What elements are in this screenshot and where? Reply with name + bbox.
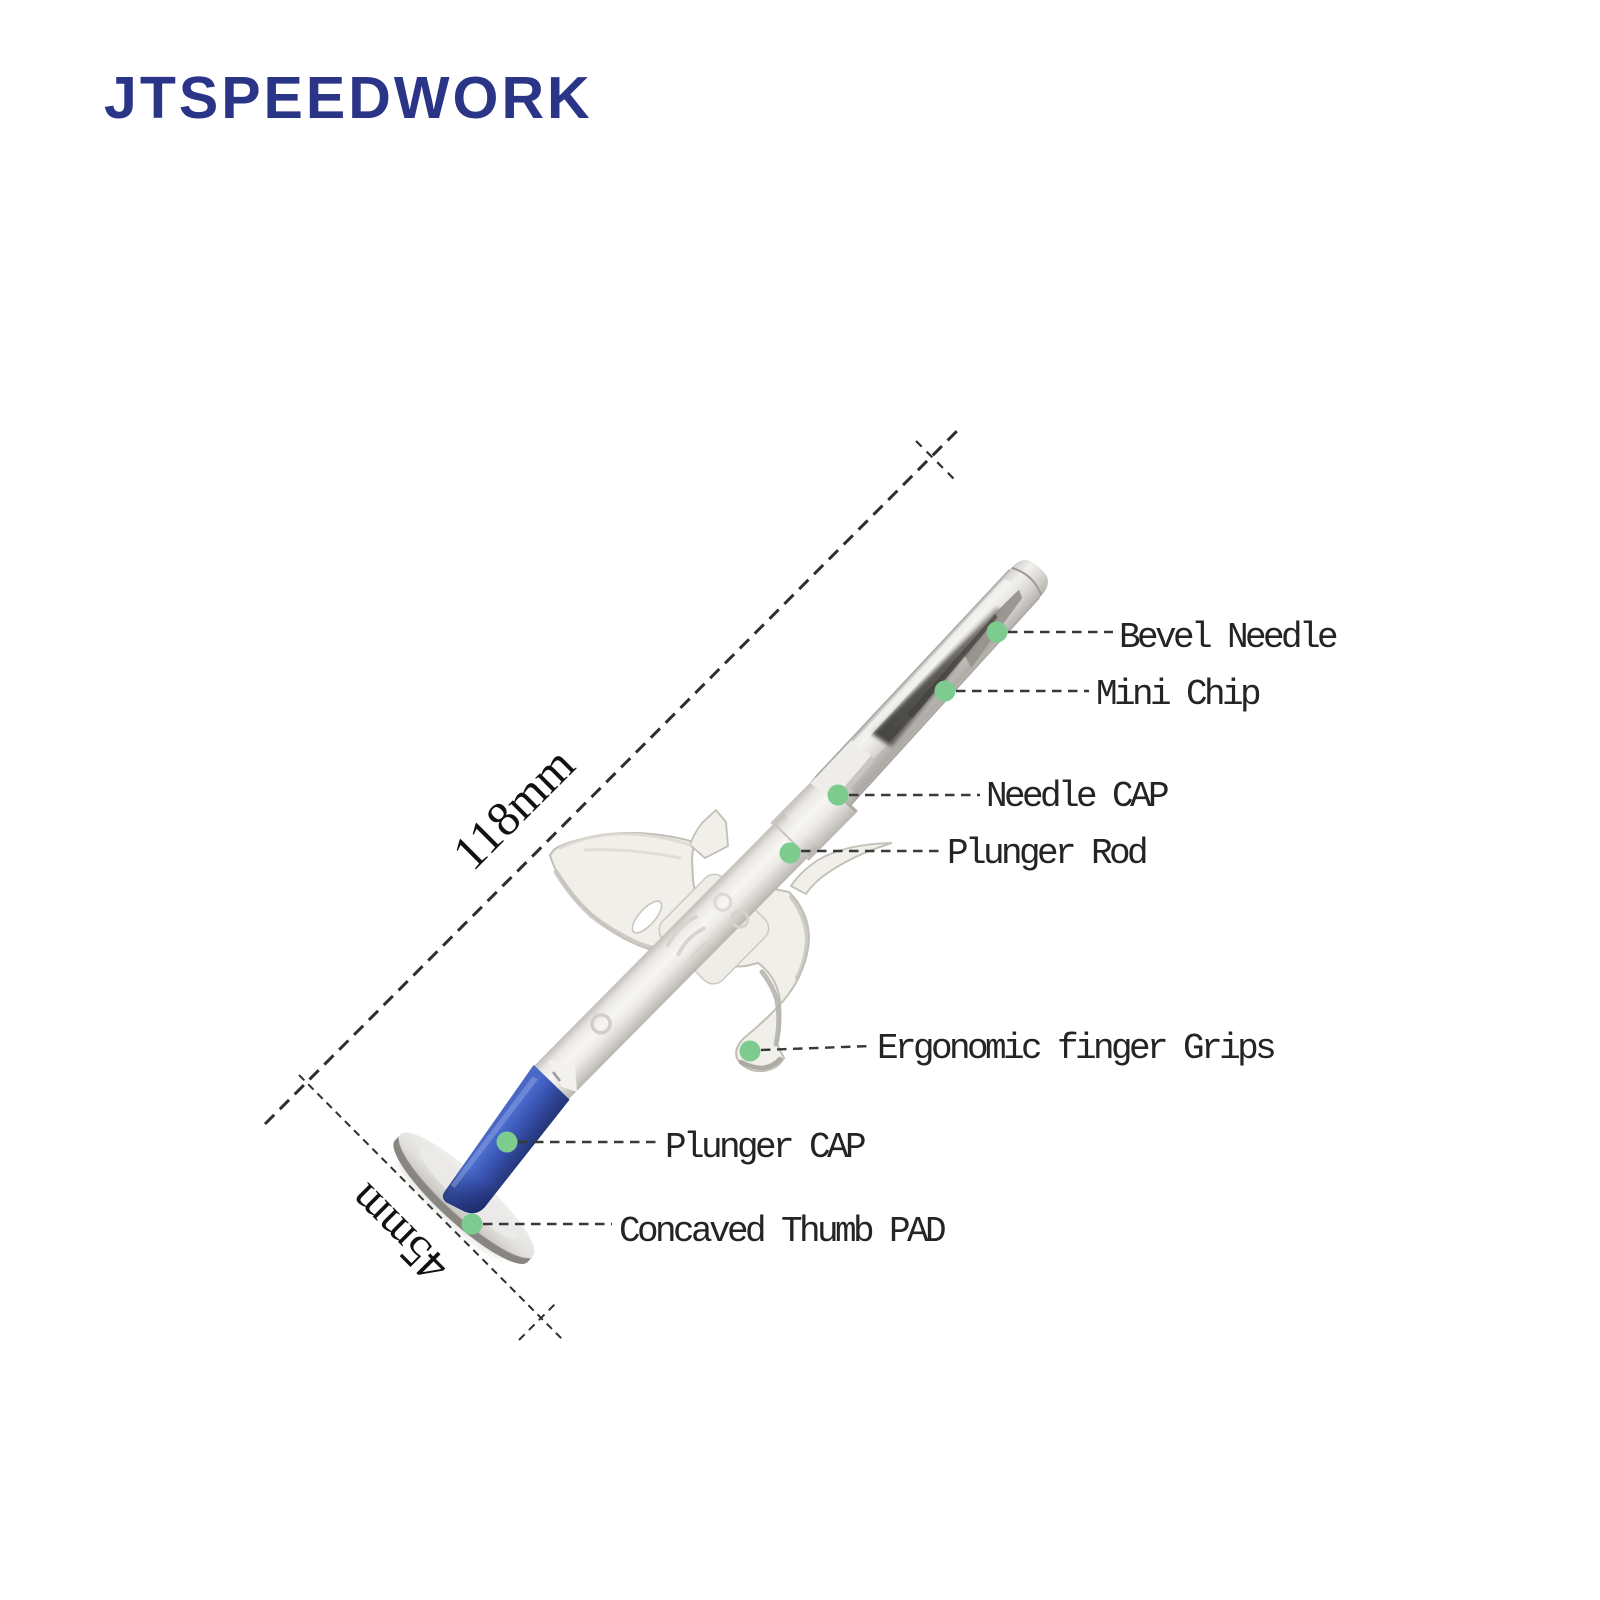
svg-text:Concaved Thumb PAD: Concaved Thumb PAD bbox=[619, 1211, 945, 1252]
svg-text:Plunger Rod: Plunger Rod bbox=[947, 833, 1146, 874]
svg-text:Mini Chip: Mini Chip bbox=[1096, 674, 1260, 715]
svg-text:Needle CAP: Needle CAP bbox=[986, 776, 1168, 817]
svg-text:Plunger CAP: Plunger CAP bbox=[665, 1127, 865, 1168]
svg-text:Ergonomic finger Grips: Ergonomic finger Grips bbox=[877, 1028, 1274, 1069]
svg-text:Bevel Needle: Bevel Needle bbox=[1119, 617, 1337, 658]
svg-text:JTSPEEDWORK: JTSPEEDWORK bbox=[104, 65, 593, 131]
